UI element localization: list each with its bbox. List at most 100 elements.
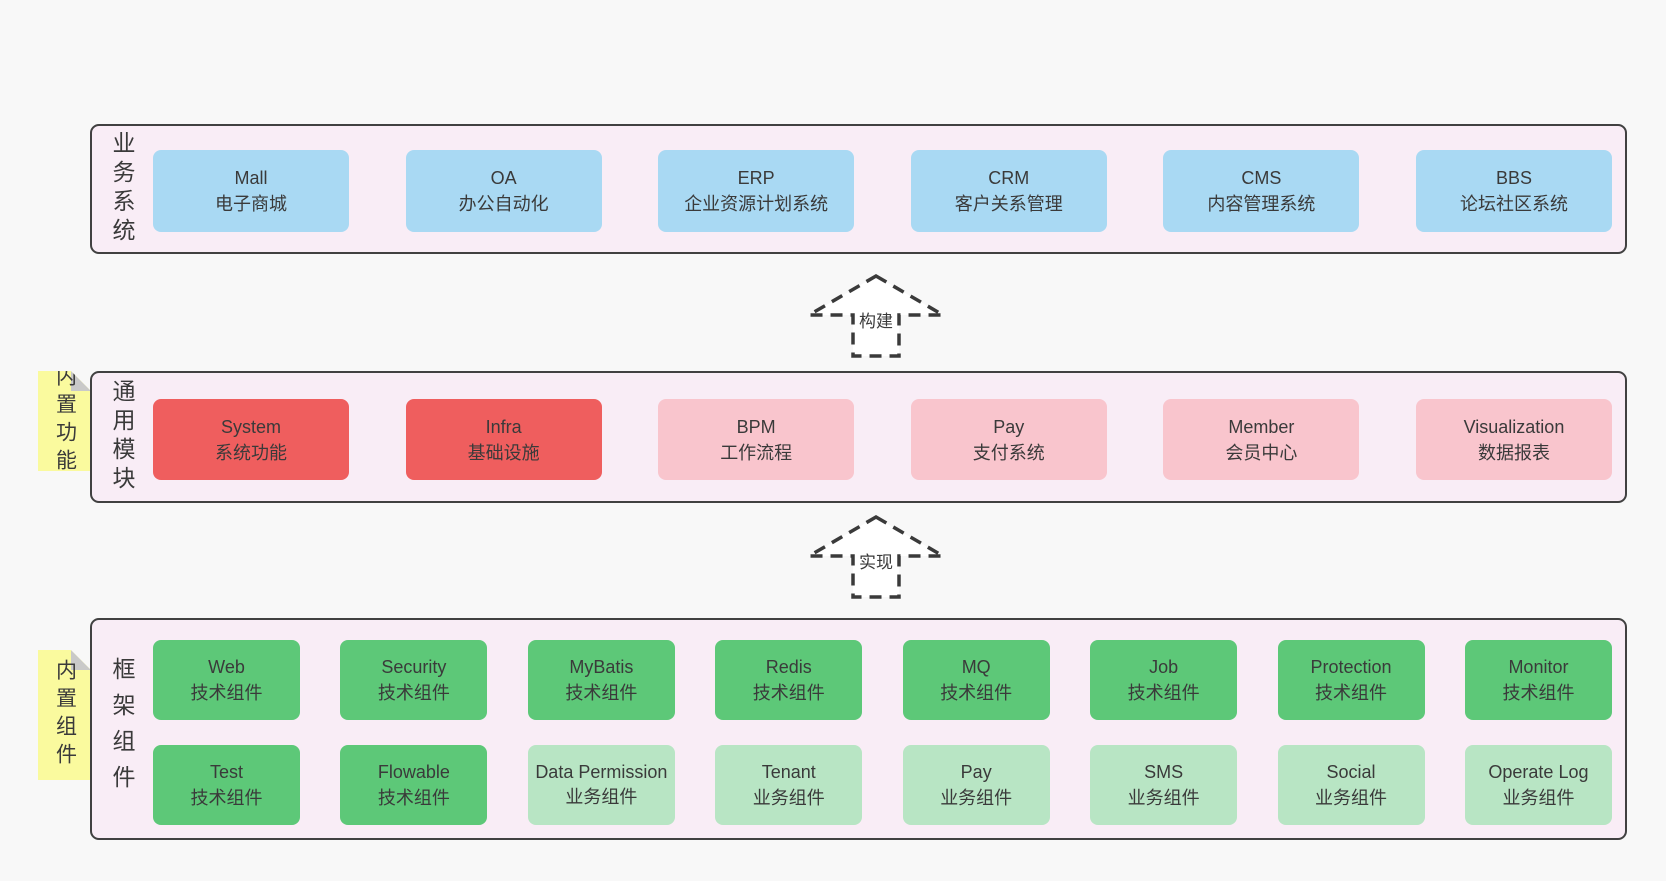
note-built-in-components-label: 内置组件 xyxy=(53,659,77,771)
box-title: ERP xyxy=(737,168,775,188)
box-title: CMS xyxy=(1241,168,1282,188)
box-subtitle: 业务组件 xyxy=(940,788,1013,808)
box-title: OA xyxy=(490,168,517,188)
arrow-build-label: 构建 xyxy=(856,310,896,334)
box-subtitle: 技术组件 xyxy=(190,683,263,703)
box-social: Social 业务组件 xyxy=(1277,745,1425,825)
layer-common-modules: 通用模块 System 系统功能 Infra 基础设施 BPM 工作流程 Pay… xyxy=(90,371,1627,503)
box-title: MQ xyxy=(961,657,991,677)
box-subtitle: 技术组件 xyxy=(565,683,638,703)
box-mall: Mall 电子商城 xyxy=(153,150,349,232)
box-protection: Protection 技术组件 xyxy=(1277,640,1425,720)
box-title: Operate Log xyxy=(1488,762,1589,782)
box-pay-business: Pay 业务组件 xyxy=(902,745,1050,825)
box-subtitle: 技术组件 xyxy=(940,683,1013,703)
box-subtitle: 办公自动化 xyxy=(458,194,549,214)
note-built-in-functions: 内置功能 xyxy=(38,371,91,471)
box-title: Tenant xyxy=(761,762,816,782)
box-visualization: Visualization 数据报表 xyxy=(1415,399,1612,480)
box-bbs: BBS 论坛社区系统 xyxy=(1415,150,1612,232)
box-title: BBS xyxy=(1495,168,1532,188)
arrow-implement: 实现 xyxy=(806,514,946,600)
box-sms: SMS 业务组件 xyxy=(1090,745,1238,825)
box-title: SMS xyxy=(1144,762,1184,782)
box-flowable: Flowable 技术组件 xyxy=(340,745,488,825)
box-tenant: Tenant 业务组件 xyxy=(715,745,863,825)
box-title: Mall xyxy=(234,168,268,188)
box-title: Pay xyxy=(960,762,992,782)
box-bpm: BPM 工作流程 xyxy=(658,399,855,480)
box-subtitle: 会员中心 xyxy=(1225,442,1298,463)
box-title: Test xyxy=(209,762,243,782)
box-subtitle: 支付系统 xyxy=(972,442,1045,463)
box-crm: CRM 客户关系管理 xyxy=(910,150,1107,232)
box-title: Web xyxy=(208,657,245,677)
box-oa: OA 办公自动化 xyxy=(405,150,602,232)
box-subtitle: 业务组件 xyxy=(1502,788,1575,808)
box-subtitle: 基础设施 xyxy=(467,442,540,463)
box-subtitle: 技术组件 xyxy=(1127,683,1200,703)
box-title: CRM xyxy=(988,168,1030,188)
box-member: Member 会员中心 xyxy=(1163,399,1360,480)
box-test: Test 技术组件 xyxy=(153,745,300,825)
note-built-in-components: 内置组件 xyxy=(38,650,91,780)
box-title: Flowable xyxy=(377,762,450,782)
box-subtitle: 技术组件 xyxy=(190,788,263,808)
box-subtitle: 电子商城 xyxy=(215,194,287,214)
box-system: System 系统功能 xyxy=(153,399,349,480)
folded-corner-icon xyxy=(71,650,91,670)
box-title: Monitor xyxy=(1508,657,1569,677)
box-title: Visualization xyxy=(1463,416,1565,437)
box-title: Data Permission xyxy=(535,762,668,782)
box-cms: CMS 内容管理系统 xyxy=(1163,150,1360,232)
layer-framework-components: 框架组件 Web 技术组件 Security 技术组件 MyBatis 技术组件… xyxy=(90,618,1627,840)
arrow-build: 构建 xyxy=(806,273,946,359)
box-subtitle: 内容管理系统 xyxy=(1207,194,1316,214)
box-subtitle: 业务组件 xyxy=(1127,788,1200,808)
box-mybatis: MyBatis 技术组件 xyxy=(527,640,675,720)
box-title: Social xyxy=(1326,762,1376,782)
box-operate-log: Operate Log 业务组件 xyxy=(1464,745,1612,825)
box-monitor: Monitor 技术组件 xyxy=(1464,640,1612,720)
box-title: Job xyxy=(1149,657,1179,677)
box-title: Redis xyxy=(765,657,812,677)
layer-framework-components-label: 框架组件 xyxy=(109,657,135,801)
box-subtitle: 企业资源计划系统 xyxy=(684,194,829,214)
box-subtitle: 技术组件 xyxy=(377,788,450,808)
box-title: Pay xyxy=(993,416,1025,437)
box-subtitle: 系统功能 xyxy=(215,442,287,463)
box-title: System xyxy=(220,416,281,437)
folded-corner-icon xyxy=(71,371,91,391)
box-subtitle: 工作流程 xyxy=(720,442,793,463)
box-pay: Pay 支付系统 xyxy=(910,399,1107,480)
box-subtitle: 业务组件 xyxy=(565,787,638,807)
layer-common-modules-label: 通用模块 xyxy=(109,379,135,495)
box-infra: Infra 基础设施 xyxy=(405,399,602,480)
box-erp: ERP 企业资源计划系统 xyxy=(658,150,855,232)
box-title: Infra xyxy=(485,416,522,437)
layer-business-systems-label: 业务系统 xyxy=(109,131,135,247)
box-title: MyBatis xyxy=(569,657,634,677)
box-subtitle: 技术组件 xyxy=(752,683,825,703)
box-subtitle: 论坛社区系统 xyxy=(1459,194,1568,214)
box-title: Protection xyxy=(1310,657,1392,677)
box-subtitle: 技术组件 xyxy=(1502,683,1575,703)
box-data-permission: Data Permission 业务组件 xyxy=(527,745,675,825)
box-subtitle: 技术组件 xyxy=(1315,683,1388,703)
box-security: Security 技术组件 xyxy=(340,640,488,720)
box-title: BPM xyxy=(736,416,776,437)
box-job: Job 技术组件 xyxy=(1090,640,1238,720)
box-title: Security xyxy=(381,657,447,677)
box-title: Member xyxy=(1228,416,1295,437)
arrow-implement-label: 实现 xyxy=(856,551,896,575)
box-subtitle: 技术组件 xyxy=(377,683,450,703)
layer-business-systems: 业务系统 Mall 电子商城 OA 办公自动化 ERP 企业资源计划系统 CRM… xyxy=(90,124,1627,254)
box-subtitle: 数据报表 xyxy=(1477,442,1550,463)
box-subtitle: 客户关系管理 xyxy=(954,194,1063,214)
box-mq: MQ 技术组件 xyxy=(902,640,1050,720)
box-web: Web 技术组件 xyxy=(153,640,300,720)
box-subtitle: 业务组件 xyxy=(752,788,825,808)
note-built-in-functions-label: 内置功能 xyxy=(53,365,77,477)
box-subtitle: 业务组件 xyxy=(1315,788,1388,808)
